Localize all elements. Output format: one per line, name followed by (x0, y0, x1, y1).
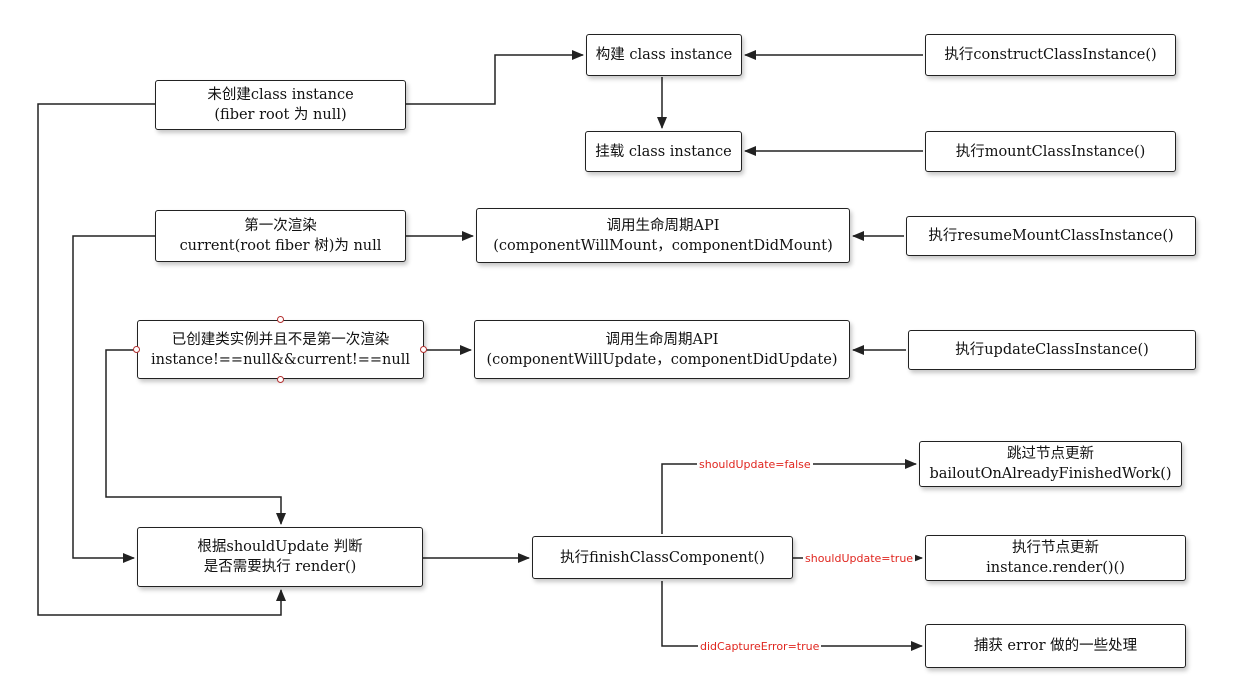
edge-created-loop (105, 349, 286, 525)
edge-finish-to-bailout (661, 459, 917, 534)
node-should-update: 根据shouldUpdate 判断 是否需要执行 render() (137, 527, 423, 587)
edge-first-render-loop (72, 235, 155, 563)
node-construct: 构建 class instance (586, 34, 742, 76)
node-exec-mount-line1: 执行mountClassInstance() (955, 143, 1146, 160)
selection-handle-bottom[interactable] (277, 376, 284, 383)
node-bailout-line2: bailoutOnAlreadyFinishedWork() (929, 466, 1172, 482)
node-bailout: 跳过节点更新 bailoutOnAlreadyFinishedWork() (919, 441, 1182, 487)
node-not-created: 未创建class instance (fiber root 为 null) (155, 80, 406, 130)
node-first-render-line1: 第一次渲染 (244, 218, 317, 234)
node-exec-construct-line1: 执行constructClassInstance() (944, 47, 1157, 63)
node-capture-line1: 捕获 error 做的一些处理 (973, 638, 1138, 654)
edge-label-should-update-true: shouldUpdate=true (803, 552, 916, 565)
node-created-not-first: 已创建类实例并且不是第一次渲染 instance!==null&&current… (137, 320, 424, 379)
node-lifecycle-mount: 调用生命周期API (componentWillMount，componentD… (476, 208, 850, 263)
selection-handle-right[interactable] (420, 346, 427, 353)
node-lifecycle-mount-line1: 调用生命周期API (606, 217, 720, 234)
node-bailout-line1: 跳过节点更新 (1007, 446, 1094, 462)
node-exec-update: 执行updateClassInstance() (908, 330, 1196, 370)
node-construct-line1: 构建 class instance (595, 47, 733, 63)
edge-label-should-update-false: shouldUpdate=false (697, 458, 813, 471)
node-created-not-first-line2: instance!==null&&current!==null (151, 351, 410, 368)
edge-finish-to-capture (661, 581, 923, 651)
node-mount-line1: 挂载 class instance (595, 143, 732, 160)
node-created-not-first-line1: 已创建类实例并且不是第一次渲染 (171, 331, 390, 348)
node-exec-render: 执行节点更新 instance.render()() (925, 535, 1186, 581)
node-should-update-line2: 是否需要执行 render() (203, 559, 357, 575)
node-first-render: 第一次渲染 current(root fiber 树)为 null (155, 210, 406, 262)
node-exec-update-line1: 执行updateClassInstance() (955, 342, 1149, 358)
node-lifecycle-update-line2: (componentWillUpdate，componentDidUpdate) (486, 351, 838, 368)
node-not-created-line1: 未创建class instance (207, 87, 354, 103)
edge-not-created-to-construct (406, 50, 584, 105)
node-finish: 执行finishClassComponent() (532, 536, 793, 579)
node-capture: 捕获 error 做的一些处理 (925, 624, 1186, 668)
node-finish-line1: 执行finishClassComponent() (560, 549, 765, 566)
node-exec-resume-line1: 执行resumeMountClassInstance() (928, 228, 1174, 244)
selection-handle-left[interactable] (133, 346, 140, 353)
node-mount: 挂载 class instance (585, 131, 742, 172)
node-should-update-line1: 根据shouldUpdate 判断 (197, 539, 363, 555)
node-exec-mount: 执行mountClassInstance() (925, 131, 1176, 172)
edge-label-did-capture-error: didCaptureError=true (698, 640, 822, 653)
edge-not-created-loop (37, 103, 286, 616)
node-exec-construct: 执行constructClassInstance() (925, 34, 1176, 76)
node-exec-resume: 执行resumeMountClassInstance() (906, 216, 1196, 256)
node-lifecycle-update: 调用生命周期API (componentWillUpdate，component… (474, 320, 850, 379)
node-first-render-line2: current(root fiber 树)为 null (179, 238, 382, 254)
node-exec-render-line1: 执行节点更新 (1012, 540, 1099, 556)
node-not-created-line2: (fiber root 为 null) (214, 107, 347, 123)
node-exec-render-line2: instance.render()() (986, 560, 1125, 576)
selection-handle-top[interactable] (277, 316, 284, 323)
node-lifecycle-update-line1: 调用生命周期API (605, 331, 719, 348)
node-lifecycle-mount-line2: (componentWillMount，componentDidMount) (493, 237, 833, 254)
